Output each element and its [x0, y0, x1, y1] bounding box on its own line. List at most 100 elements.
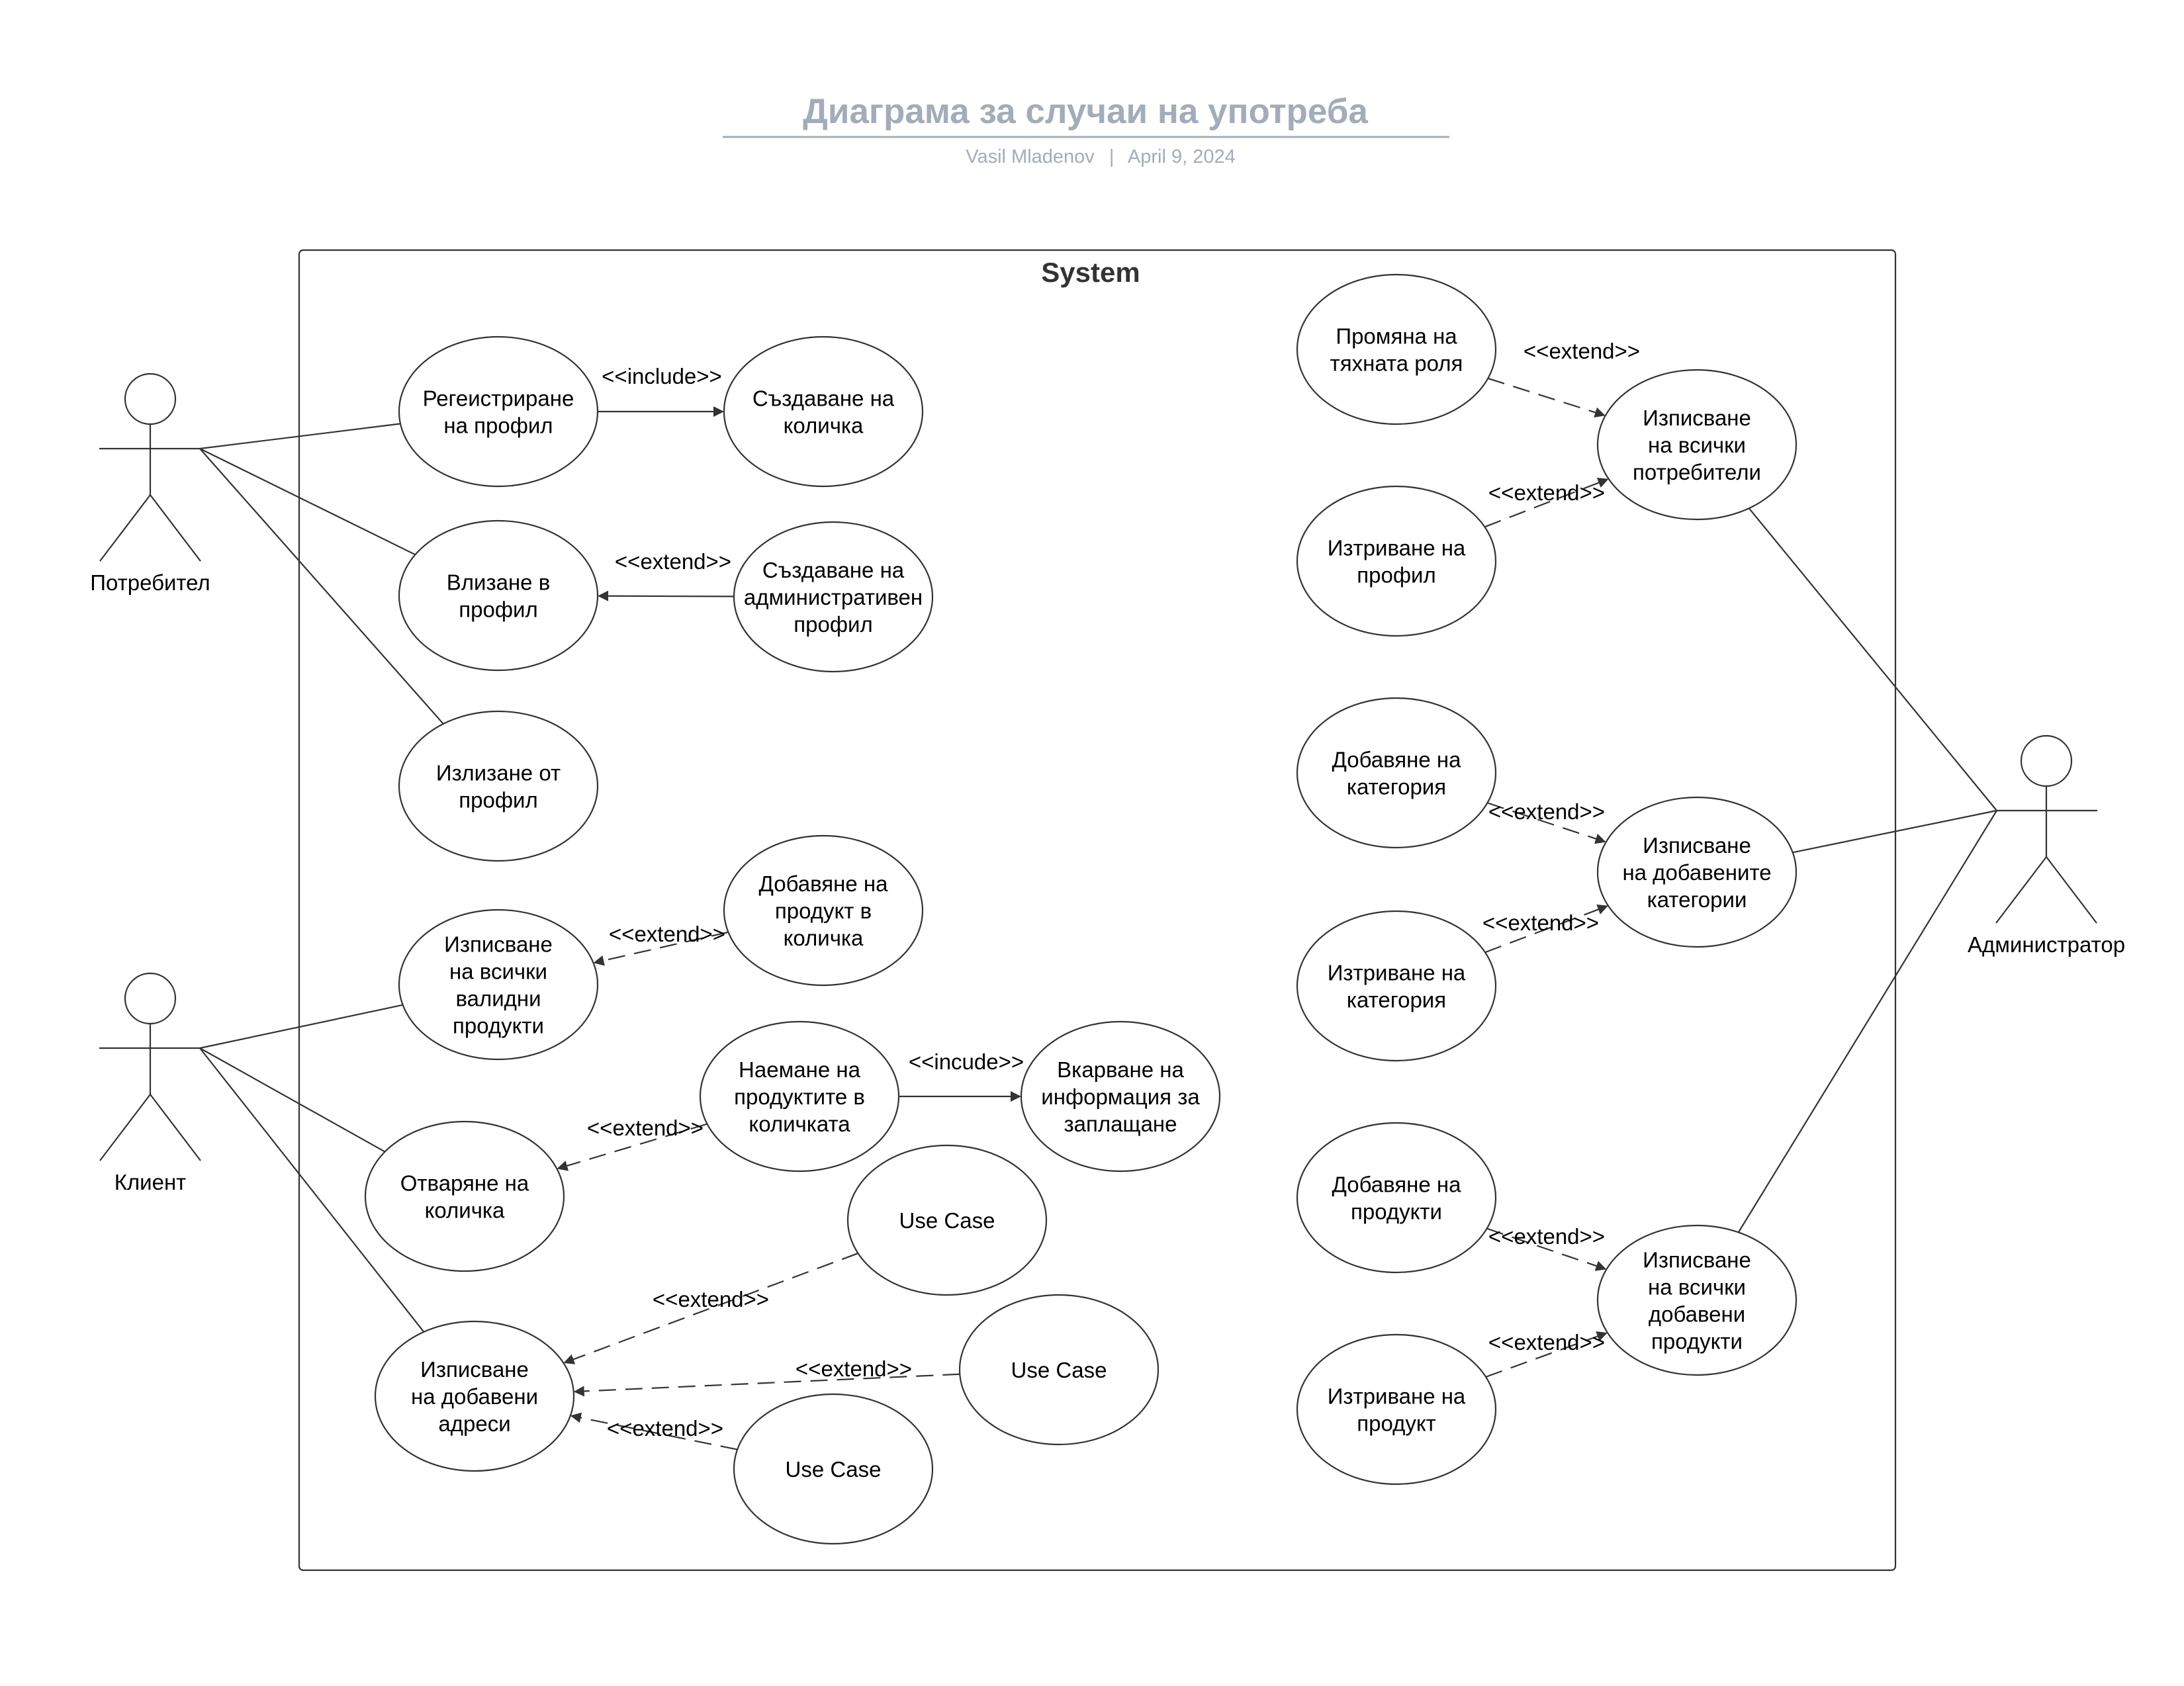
use-case-ellipse: [398, 710, 599, 862]
use-case-label: на добавените: [1622, 860, 1771, 885]
use-case-ellipse: [723, 834, 924, 987]
relationship-label: <<extend>>: [1488, 1330, 1605, 1354]
use-case-label: потребители: [1633, 460, 1761, 484]
association-line: [199, 1004, 403, 1049]
relationship-arrow: [1487, 802, 1606, 844]
actor-label: Администратор: [1968, 932, 2125, 957]
association-line: [1737, 810, 1997, 1233]
use-case-label: на профил: [443, 414, 553, 438]
association-line: [199, 448, 444, 725]
system-box: [298, 249, 1897, 1572]
association-line: [199, 1047, 386, 1153]
use-case-label: Влизане в: [447, 570, 550, 595]
use-case-label: продукти: [453, 1014, 544, 1038]
association-line: [199, 1047, 425, 1333]
relationship-arrow: [1484, 904, 1608, 954]
use-case-label: на всички: [449, 959, 547, 984]
use-case-label: на добавени: [411, 1384, 538, 1409]
use-case-ellipse: [723, 335, 924, 488]
use-case-ellipse: [374, 1320, 575, 1472]
use-case-ellipse: [1596, 1224, 1797, 1376]
use-case-label: количка: [784, 926, 864, 950]
use-case-label: количка: [784, 414, 864, 438]
use-case-ellipse: [1020, 1020, 1221, 1173]
use-case-ellipse: [398, 909, 599, 1061]
use-case-ellipse: [699, 1020, 900, 1173]
actor-label: Потребител: [90, 570, 210, 595]
use-case-ellipse: [733, 521, 934, 673]
relationship-arrow: [1486, 1227, 1607, 1271]
use-case-label: Промяна на: [1336, 324, 1457, 349]
use-case-ellipse: [364, 1120, 565, 1272]
actor-client: Клиент: [99, 972, 201, 1194]
use-case-ellipse: [733, 1393, 934, 1545]
use-case-label: продуктите в: [734, 1085, 865, 1109]
use-case-ellipse: [1596, 369, 1797, 521]
use-case-label: количка: [425, 1198, 505, 1223]
use-case-uc-c: Use Case: [733, 1393, 934, 1545]
use-case-label: Добавяне на: [1332, 748, 1462, 772]
relationship-label: <<extend>>: [1488, 480, 1605, 505]
actor-left-leg: [1995, 856, 2047, 924]
use-case-label: на всички: [1648, 433, 1746, 457]
use-case-uc-a: Use Case: [846, 1144, 1048, 1296]
use-case-label: Use Case: [786, 1457, 882, 1482]
use-case-label: категории: [1647, 887, 1747, 912]
relationship-label: <<extend>>: [1482, 910, 1599, 935]
relationship-arrow: [597, 590, 735, 601]
relationship-label: <<extend>>: [1488, 799, 1605, 824]
use-case-ellipse: [1296, 273, 1497, 425]
use-case-ellipse: [1296, 485, 1497, 637]
use-case-ellipse: [398, 335, 599, 488]
diagram-title: Диаграма за случаи на употреба: [803, 92, 1368, 131]
use-case-label: Добавяне на: [1332, 1173, 1462, 1197]
use-case-ellipse: [1296, 910, 1497, 1062]
actor-right-leg: [2046, 856, 2097, 924]
relationship-label: <<extend>>: [653, 1287, 769, 1311]
actor-user: Потребител: [90, 373, 210, 595]
use-case-label: Изписване: [420, 1357, 529, 1382]
use-case-label: административен: [744, 585, 923, 609]
use-case-label: профил: [794, 612, 872, 637]
use-case-label: Изписване: [1643, 1248, 1751, 1272]
use-case-label: информация за: [1041, 1085, 1200, 1109]
use-case-label: количката: [749, 1112, 850, 1136]
use-case-label: Отваряне на: [400, 1171, 529, 1196]
association-line: [199, 423, 401, 450]
use-case-label: профил: [459, 788, 537, 813]
relationship-arrow: [573, 1373, 960, 1397]
use-case-label: Създаване на: [752, 386, 895, 411]
diagram-subtitle: Vasil Mladenov | April 9, 2024: [966, 146, 1235, 167]
use-case-ellipse: [958, 1294, 1160, 1446]
use-case-ellipse: [1296, 1333, 1497, 1486]
use-case-label: Use Case: [1011, 1358, 1107, 1382]
relationship-label: <<extend>>: [615, 549, 731, 574]
relationship-label: <<extend>>: [587, 1116, 704, 1140]
use-case-label: Use Case: [899, 1208, 995, 1233]
use-case-label: Изписване: [1643, 833, 1751, 858]
use-case-label: Изтриване на: [1328, 1384, 1466, 1409]
use-case-label: категория: [1347, 775, 1446, 799]
use-case-label: добавени: [1649, 1302, 1745, 1327]
author-name: Vasil Mladenov: [966, 146, 1095, 167]
actor-admin: Администратор: [1968, 734, 2125, 957]
relationship-label: <<extend>>: [796, 1356, 912, 1381]
use-case-label: Изтриване на: [1328, 536, 1466, 560]
actor-head: [124, 972, 177, 1025]
use-case-ellipse: [1296, 1122, 1497, 1274]
use-case-uc-b: Use Case: [958, 1294, 1160, 1446]
